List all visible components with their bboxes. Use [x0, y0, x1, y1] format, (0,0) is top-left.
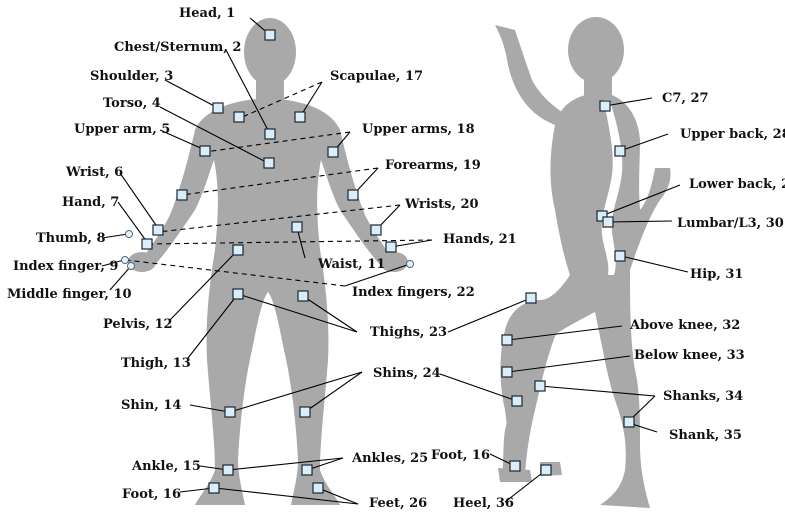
label-shanks: Shanks, 34 — [663, 389, 743, 404]
marker-scapula-left — [233, 111, 245, 123]
marker-shin-left — [224, 406, 236, 418]
label-foot-front: Foot, 16 — [122, 487, 181, 502]
marker-middle-finger — [127, 262, 135, 270]
label-thighs: Thighs, 23 — [370, 325, 447, 340]
side-body-silhouette — [495, 17, 671, 508]
label-wrists: Wrists, 20 — [404, 197, 479, 212]
label-above-knee: Above knee, 32 — [629, 318, 740, 333]
label-head: Head, 1 — [179, 6, 235, 21]
marker-hip — [614, 250, 626, 262]
marker-foot-side — [509, 460, 521, 472]
marker-pelvis — [232, 244, 244, 256]
label-hand: Hand, 7 — [62, 195, 119, 210]
label-ankles: Ankles, 25 — [351, 451, 428, 466]
marker-forearm-left — [176, 189, 188, 201]
marker-thigh-left — [232, 288, 244, 300]
label-below-knee: Below knee, 33 — [634, 348, 745, 363]
marker-upper-arm-left — [199, 145, 211, 157]
label-index-fingers: Index fingers, 22 — [352, 285, 475, 300]
label-pelvis: Pelvis, 12 — [103, 317, 173, 332]
label-feet: Feet, 26 — [369, 496, 427, 511]
marker-wrist-left — [152, 224, 164, 236]
marker-hand-right — [385, 241, 397, 253]
marker-foot-right — [312, 482, 324, 494]
marker-foot-left — [208, 482, 220, 494]
marker-shin-right — [299, 406, 311, 418]
label-index-finger: Index finger, 9 — [13, 259, 118, 274]
sensor-markers — [121, 29, 635, 494]
marker-ankle-left — [222, 464, 234, 476]
marker-waist — [291, 221, 303, 233]
marker-heel — [540, 464, 552, 476]
label-wrist: Wrist, 6 — [65, 165, 123, 180]
marker-torso — [263, 157, 275, 169]
label-scapulae: Scapulae, 17 — [330, 69, 423, 84]
marker-scapula-right — [294, 111, 306, 123]
label-foot-side: Foot, 16 — [431, 448, 490, 463]
marker-shin-side — [511, 395, 523, 407]
marker-index-finger-left — [121, 256, 129, 264]
label-middle-finger: Middle finger, 10 — [7, 287, 132, 302]
marker-lumbar — [602, 216, 614, 228]
label-ankle: Ankle, 15 — [131, 459, 201, 474]
label-shoulder: Shoulder, 3 — [90, 69, 173, 84]
label-heel: Heel, 36 — [453, 496, 514, 511]
marker-shank-left — [534, 380, 546, 392]
marker-head — [264, 29, 276, 41]
label-shank: Shank, 35 — [669, 428, 742, 443]
label-lumbar-l3: Lumbar/L3, 30 — [677, 216, 784, 231]
label-lower-back: Lower back, 29 — [689, 177, 785, 192]
marker-lower-back — [596, 210, 608, 222]
marker-thumb — [125, 230, 133, 238]
marker-thigh-right — [297, 290, 309, 302]
leader-lines — [101, 17, 689, 505]
label-thigh: Thigh, 13 — [121, 356, 191, 371]
label-thumb: Thumb, 8 — [36, 231, 106, 246]
label-chest-sternum: Chest/Sternum, 2 — [114, 40, 241, 55]
marker-below-knee — [501, 366, 513, 378]
marker-index-finger-right — [406, 260, 414, 268]
marker-chest — [264, 128, 276, 140]
label-upper-back: Upper back, 28 — [680, 127, 785, 142]
label-shin: Shin, 14 — [121, 398, 181, 413]
label-waist: Waist, 11 — [317, 257, 385, 272]
marker-shank-right — [623, 416, 635, 428]
label-hands: Hands, 21 — [443, 232, 517, 247]
labels: Head, 1 Chest/Sternum, 2 Shoulder, 3 Tor… — [7, 6, 785, 511]
label-c7: C7, 27 — [662, 91, 709, 106]
label-upper-arm: Upper arm, 5 — [74, 122, 170, 137]
label-forearms: Forearms, 19 — [385, 158, 481, 173]
marker-upper-arm-right — [327, 146, 339, 158]
label-torso: Torso, 4 — [103, 96, 161, 111]
front-body-silhouette — [128, 18, 408, 505]
label-hip: Hip, 31 — [690, 267, 743, 282]
marker-c7 — [599, 100, 611, 112]
marker-hand-left — [141, 238, 153, 250]
marker-shoulder — [212, 102, 224, 114]
marker-forearm-right — [347, 189, 359, 201]
marker-above-knee — [501, 334, 513, 346]
spine-illustration — [601, 100, 623, 275]
label-upper-arms: Upper arms, 18 — [362, 122, 475, 137]
label-shins: Shins, 24 — [373, 366, 441, 381]
marker-upper-back — [614, 145, 626, 157]
marker-ankle-right — [301, 464, 313, 476]
marker-thigh-side — [525, 292, 537, 304]
marker-wrist-right — [370, 224, 382, 236]
